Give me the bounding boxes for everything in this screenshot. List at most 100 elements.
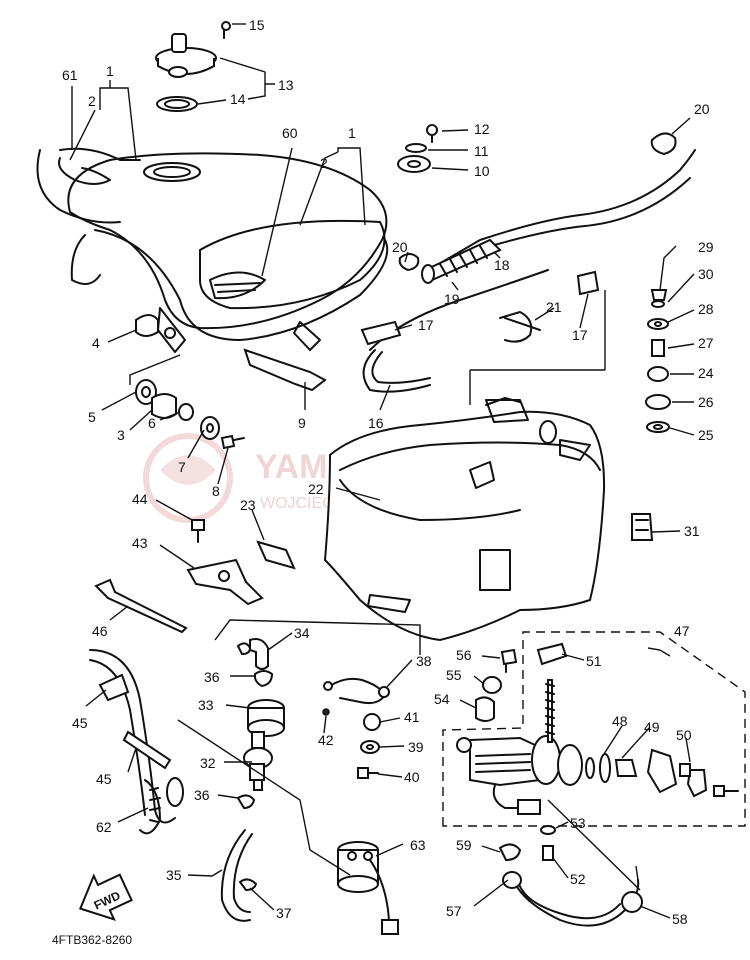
clip-17b — [576, 270, 600, 296]
callout-54: 54 — [434, 691, 450, 707]
clamp-21 — [499, 311, 541, 343]
fuel-filter-32 — [243, 731, 273, 791]
callout-44: 44 — [132, 491, 148, 507]
callout-38: 38 — [416, 653, 432, 669]
callout-41: 41 — [404, 709, 420, 725]
callout-20b: 20 — [694, 101, 710, 117]
tank-emblem-outline — [36, 149, 121, 224]
callout-22: 22 — [308, 481, 324, 497]
callout-2b: 2 — [320, 155, 328, 171]
fuel-filter-33 — [247, 699, 285, 737]
callout-55: 55 — [446, 667, 462, 683]
callout-60: 60 — [282, 125, 298, 141]
callout-42: 42 — [318, 732, 334, 748]
clip-59 — [498, 843, 522, 862]
clip-37 — [238, 878, 258, 892]
callout-1b: 1 — [348, 125, 356, 141]
callout-35: 35 — [166, 867, 182, 883]
callout-46: 46 — [92, 623, 108, 639]
clamp-38 — [329, 677, 386, 705]
callout-14: 14 — [230, 91, 246, 107]
corrugated-hose — [421, 238, 502, 284]
callout-47: 47 — [674, 623, 690, 639]
callout-21: 21 — [546, 299, 562, 315]
fwd-arrow: FWD — [79, 873, 133, 921]
washer-53 — [540, 825, 556, 835]
callout-7: 7 — [178, 459, 186, 475]
callout-12: 12 — [474, 121, 490, 137]
callout-17b: 17 — [572, 327, 588, 343]
callout-10: 10 — [474, 163, 490, 179]
callout-19: 19 — [444, 291, 460, 307]
callout-30: 30 — [698, 266, 714, 282]
hose-clip-20a — [650, 132, 677, 156]
callout-33: 33 — [198, 697, 214, 713]
hose-34 — [249, 638, 269, 670]
callout-61: 61 — [62, 67, 78, 83]
callout-24: 24 — [698, 365, 714, 381]
hose-45-62 — [89, 649, 184, 835]
callout-59: 59 — [456, 837, 472, 853]
mount-stack-right — [645, 289, 671, 433]
clip-51 — [536, 642, 568, 666]
callout-57: 57 — [446, 903, 462, 919]
small-parts-39-42 — [322, 708, 381, 779]
callout-43: 43 — [132, 535, 148, 551]
leader-frame-34 — [214, 619, 421, 655]
callout-9: 9 — [298, 415, 306, 431]
callout-36b: 36 — [194, 787, 210, 803]
callout-51: 51 — [586, 653, 602, 669]
cable-tie-46 — [94, 578, 188, 634]
fuel-pump-63 — [337, 841, 399, 935]
callout-20a: 20 — [392, 239, 408, 255]
callout-2a: 2 — [88, 93, 96, 109]
callout-23: 23 — [240, 497, 256, 513]
clip-36b — [253, 670, 274, 688]
breather-hose — [431, 149, 696, 273]
leader-lines — [69, 23, 695, 919]
clip-36c — [236, 794, 256, 810]
callout-31: 31 — [684, 523, 700, 539]
callout-37: 37 — [276, 905, 292, 921]
fuel-cap-assembly — [155, 21, 231, 78]
screw-52 — [542, 845, 554, 861]
callout-27: 27 — [698, 335, 714, 351]
callout-6: 6 — [148, 415, 156, 431]
callout-45a: 45 — [72, 715, 88, 731]
callout-25: 25 — [698, 427, 714, 443]
seal-parts-54-56 — [475, 648, 518, 722]
washer-stack-10-12 — [397, 124, 438, 173]
clamp-23 — [256, 540, 296, 570]
callout-4: 4 — [92, 335, 100, 351]
callout-45b: 45 — [96, 771, 112, 787]
callout-53: 53 — [570, 815, 586, 831]
cap-gasket — [156, 96, 198, 112]
callout-15: 15 — [249, 17, 265, 33]
callout-labels: 1 1 2 2 4 5 3 6 7 8 9 10 11 12 13 14 15 … — [62, 17, 714, 927]
callout-3: 3 — [117, 427, 125, 443]
callout-29: 29 — [698, 239, 714, 255]
callout-16: 16 — [368, 415, 384, 431]
hose-35 — [220, 829, 253, 922]
callout-58: 58 — [672, 911, 688, 927]
hose-clip-20b — [398, 253, 420, 272]
clip-31 — [631, 513, 654, 541]
callout-28: 28 — [698, 301, 714, 317]
callout-36a: 36 — [204, 669, 220, 685]
callout-48: 48 — [612, 713, 628, 729]
hose-16 — [362, 349, 431, 393]
assembly-box-47 — [442, 631, 746, 827]
callout-8: 8 — [212, 483, 220, 499]
callout-11: 11 — [474, 143, 489, 159]
mount-parts-left — [135, 314, 245, 450]
callout-17a: 17 — [418, 317, 434, 333]
callout-63: 63 — [410, 837, 426, 853]
clip-17a — [360, 320, 402, 346]
callout-34: 34 — [294, 625, 310, 641]
hose-16b — [369, 269, 549, 351]
lower-tank-22 — [323, 397, 606, 642]
callout-5: 5 — [88, 409, 96, 425]
fuel-cock-assembly — [456, 679, 739, 815]
callout-52: 52 — [570, 871, 586, 887]
